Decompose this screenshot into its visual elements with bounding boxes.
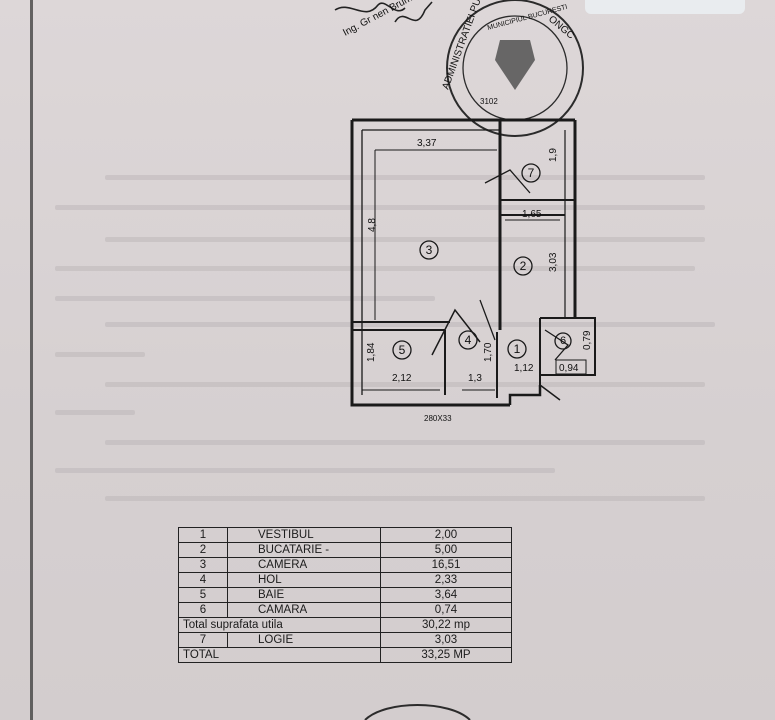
- row-number: 6: [178, 602, 228, 618]
- room-name: BUCATARIE -: [227, 542, 381, 558]
- room-number-2: 2: [520, 259, 527, 273]
- total-util-label: Total suprafata utila: [178, 617, 381, 633]
- room-marker-4: [458, 330, 478, 350]
- room-marker-6: [554, 332, 572, 350]
- ghost-line: [105, 175, 705, 180]
- table-row: 7 LOGIE 3,03: [178, 632, 512, 648]
- dim-bath-height: 1,84: [366, 342, 377, 362]
- ghost-line: [55, 468, 555, 473]
- room-number-5: 5: [399, 343, 406, 357]
- dim-door-label: 280X33: [424, 414, 452, 423]
- dim-bath-width: 2,12: [392, 373, 412, 384]
- room-area: 0,74: [380, 602, 512, 618]
- dim-hall-width: 1,3: [468, 373, 482, 384]
- ghost-line: [105, 440, 705, 445]
- table-row: 3 CAMERA 16,51: [178, 557, 512, 573]
- table-row: 5 BAIE 3,64: [178, 587, 512, 603]
- room-marker-1: [507, 339, 527, 359]
- ghost-line: [55, 352, 145, 357]
- total-label: TOTAL: [178, 647, 381, 663]
- stamp-number: 3102: [480, 97, 498, 106]
- room-name: BAIE: [227, 587, 381, 603]
- room-name: LOGIE: [227, 632, 381, 648]
- total-value: 33,25 MP: [380, 647, 512, 663]
- dim-kitchen-height: 3,03: [548, 252, 559, 272]
- stamp-outer-text: ADMINISTRATIEI PUBLICE: [440, 0, 493, 91]
- room-area: 2,33: [380, 572, 512, 588]
- total-row: TOTAL 33,25 MP: [178, 647, 512, 663]
- binding-edge-line: [30, 0, 33, 720]
- ghost-line: [105, 237, 705, 242]
- room-name: CAMERA: [227, 557, 381, 573]
- room-marker-7: [521, 163, 541, 183]
- room-area: 5,00: [380, 542, 512, 558]
- dim-hall-height: 1,70: [483, 342, 494, 362]
- room-marker-5: [392, 340, 412, 360]
- row-number: 1: [178, 527, 228, 543]
- dim-top-width: 3,37: [417, 138, 437, 149]
- bottom-stamp-arc: [364, 704, 471, 720]
- room-name: CAMARA: [227, 602, 381, 618]
- signature-mark: [334, 1, 433, 23]
- room-number-6: 6: [560, 335, 566, 347]
- table-row: 4 HOL 2,33: [178, 572, 512, 588]
- paper-glare: [585, 0, 745, 14]
- plan-walls: [350, 118, 596, 407]
- row-number: 5: [178, 587, 228, 603]
- area-legend-table: 1 VESTIBUL 2,00 2 BUCATARIE - 5,00 3 CAM…: [178, 527, 512, 663]
- dim-kitchen-width: 1,65: [522, 209, 542, 220]
- room-number-3: 3: [426, 243, 433, 257]
- total-util-value: 30,22 mp: [380, 617, 512, 633]
- row-number: 7: [178, 632, 228, 648]
- ghost-line: [105, 496, 705, 501]
- dim-left-height: 4,8: [367, 218, 378, 232]
- dim-closet-width: 0,94: [559, 363, 579, 374]
- room-area: 3,64: [380, 587, 512, 603]
- dim-vest-width: 1,12: [514, 363, 534, 374]
- row-number: 3: [178, 557, 228, 573]
- ghost-line: [55, 410, 135, 415]
- ghost-line: [105, 382, 705, 387]
- dim-closet-height: 0,79: [582, 330, 593, 350]
- room-area: 2,00: [380, 527, 512, 543]
- room-number-4: 4: [465, 333, 472, 347]
- room-number-7: 7: [528, 166, 535, 180]
- room-area: 16,51: [380, 557, 512, 573]
- ghost-line: [105, 322, 715, 327]
- table-row: 6 CAMARA 0,74: [178, 602, 512, 618]
- official-stamp: ADMINISTRATIEI PUBLICE ONGC MUNICIPIUL B…: [440, 0, 584, 137]
- signature-caption: Ing. Gr nen Bruma: [341, 0, 419, 39]
- row-number: 4: [178, 572, 228, 588]
- ghost-line: [55, 296, 435, 301]
- room-number-1: 1: [514, 342, 521, 356]
- row-number: 2: [178, 542, 228, 558]
- room-name: VESTIBUL: [227, 527, 381, 543]
- room-name: HOL: [227, 572, 381, 588]
- room-marker-2: [513, 256, 533, 276]
- coat-of-arms-icon: [495, 40, 535, 90]
- room-marker-3: [419, 240, 439, 260]
- total-util-row: Total suprafata utila 30,22 mp: [178, 617, 512, 633]
- dim-right-top-height: 1,9: [548, 148, 559, 162]
- table-row: 2 BUCATARIE - 5,00: [178, 542, 512, 558]
- ghost-line: [55, 205, 705, 210]
- room-area: 3,03: [380, 632, 512, 648]
- table-row: 1 VESTIBUL 2,00: [178, 527, 512, 543]
